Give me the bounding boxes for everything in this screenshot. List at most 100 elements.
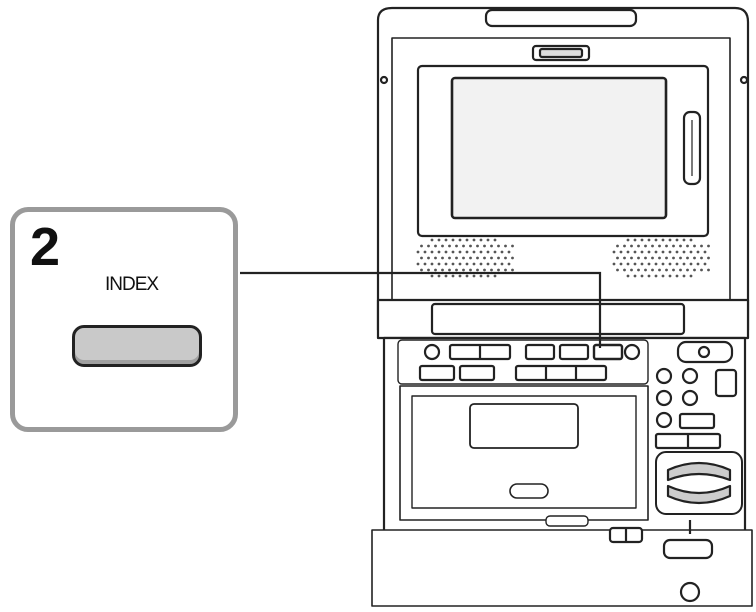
hinge-center — [430, 302, 686, 336]
speaker-dot — [633, 262, 637, 266]
speaker-dot — [675, 274, 679, 278]
speaker-dot — [644, 268, 647, 272]
speaker-dot — [651, 268, 654, 272]
speaker-dot — [476, 268, 479, 272]
speaker-dot — [658, 256, 661, 260]
speaker-dot — [444, 262, 448, 266]
speaker-dot — [665, 256, 668, 260]
speaker-dot — [700, 244, 703, 248]
speaker-dot — [668, 262, 672, 266]
speaker-dot — [682, 262, 686, 266]
speaker-dot — [490, 244, 493, 248]
speaker-dot — [661, 250, 665, 254]
speaker-dot — [668, 238, 672, 242]
speaker-dot — [420, 244, 423, 248]
speaker-dot — [504, 244, 507, 248]
speaker-dot — [626, 262, 630, 266]
speaker-dot — [437, 250, 441, 254]
speaker-dot — [637, 244, 640, 248]
lcd-screen — [450, 76, 668, 220]
speaker-dot — [679, 244, 682, 248]
speaker-dot — [616, 244, 619, 248]
speaker-dot — [626, 250, 630, 254]
speaker-dot — [623, 244, 626, 248]
speaker-dot — [486, 250, 490, 254]
speaker-dot — [630, 244, 633, 248]
speaker-dot — [427, 244, 430, 248]
speaker-dot — [630, 256, 633, 260]
speaker-dot — [490, 268, 493, 272]
speaker-dot — [444, 274, 448, 278]
speaker-dot — [647, 262, 651, 266]
speaker-dot — [493, 250, 497, 254]
speaker-dot — [486, 274, 490, 278]
top-latch — [484, 8, 638, 28]
speaker-dot — [420, 268, 423, 272]
speaker-dot — [665, 268, 668, 272]
eject-button — [509, 483, 549, 499]
speaker-dot — [448, 268, 451, 272]
speaker-dot — [511, 244, 514, 248]
speaker-dot — [696, 250, 700, 254]
speaker-dot — [493, 238, 497, 242]
speaker-dot — [455, 268, 458, 272]
speaker-dot — [444, 238, 448, 242]
speaker-dot — [465, 262, 469, 266]
speaker-dot — [679, 256, 682, 260]
speaker-dot — [654, 274, 658, 278]
speaker-dot — [430, 274, 434, 278]
speaker-dot — [686, 244, 689, 248]
speaker-dot — [444, 250, 448, 254]
speaker-dot — [686, 256, 689, 260]
speaker-dot — [654, 238, 658, 242]
speaker-dot — [675, 250, 679, 254]
speaker-dot — [675, 262, 679, 266]
speaker-dot — [430, 238, 434, 242]
speaker-dot — [647, 238, 651, 242]
speaker-dot — [427, 268, 430, 272]
speaker-dot — [637, 256, 640, 260]
speaker-dot — [469, 256, 472, 260]
speaker-dot — [497, 268, 500, 272]
speaker-dot — [430, 262, 434, 266]
speaker-dot — [689, 274, 693, 278]
speaker-dot — [441, 268, 444, 272]
speaker-dot — [630, 268, 633, 272]
index-button-icon[interactable] — [72, 325, 202, 367]
speaker-dot — [661, 274, 665, 278]
speaker-dot — [507, 250, 511, 254]
speaker-dot — [619, 262, 623, 266]
speaker-dot — [434, 256, 437, 260]
speaker-dot — [472, 262, 476, 266]
speaker-dot — [633, 250, 637, 254]
speaker-dot — [437, 274, 441, 278]
speaker-dot — [640, 250, 644, 254]
speaker-dot — [651, 244, 654, 248]
speaker-dot — [700, 268, 703, 272]
speaker-dot — [658, 268, 661, 272]
speaker-dot — [462, 268, 465, 272]
speaker-dot — [465, 250, 469, 254]
callout-box — [10, 207, 238, 432]
index-button-label: INDEX — [105, 274, 159, 295]
speaker-dot — [707, 244, 710, 248]
speaker-dot — [462, 244, 465, 248]
speaker-dot — [416, 262, 420, 266]
speaker-dot — [623, 268, 626, 272]
speaker-dot — [654, 250, 658, 254]
speaker-dot — [686, 268, 689, 272]
speaker-dot — [493, 274, 497, 278]
speaker-dot — [511, 256, 514, 260]
speaker-dot — [455, 256, 458, 260]
speaker-dot — [420, 256, 423, 260]
speaker-dot — [682, 250, 686, 254]
speaker-dot — [497, 244, 500, 248]
speaker-dot — [469, 244, 472, 248]
speaker-dot — [647, 250, 651, 254]
speaker-dot — [689, 238, 693, 242]
speaker-dot — [661, 238, 665, 242]
speaker-dot — [434, 268, 437, 272]
speaker-dot — [441, 256, 444, 260]
